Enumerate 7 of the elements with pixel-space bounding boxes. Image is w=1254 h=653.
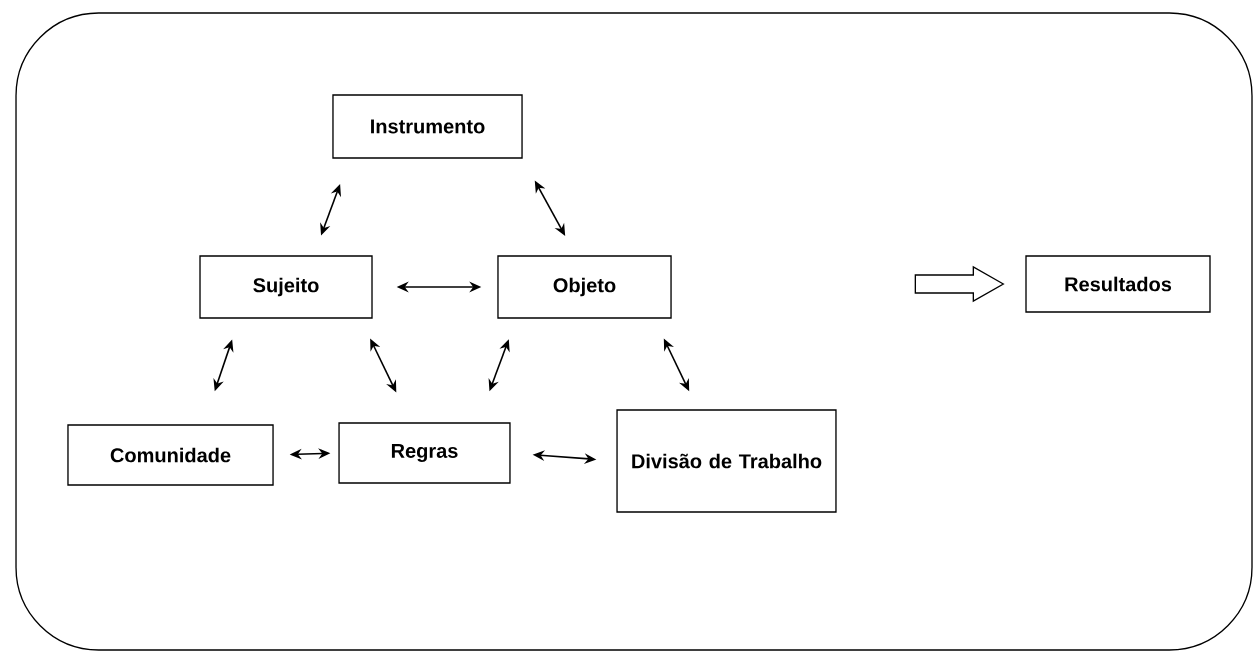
process-box: Instrumento bbox=[332, 94, 523, 159]
process-box: Divisão de Trabalho bbox=[616, 409, 837, 513]
process-box: Objeto bbox=[497, 255, 672, 319]
process-box: Sujeito bbox=[199, 255, 373, 319]
process-box: Comunidade bbox=[67, 424, 274, 486]
process-box: Resultados bbox=[1025, 255, 1211, 313]
process-box: Regras bbox=[338, 422, 511, 484]
